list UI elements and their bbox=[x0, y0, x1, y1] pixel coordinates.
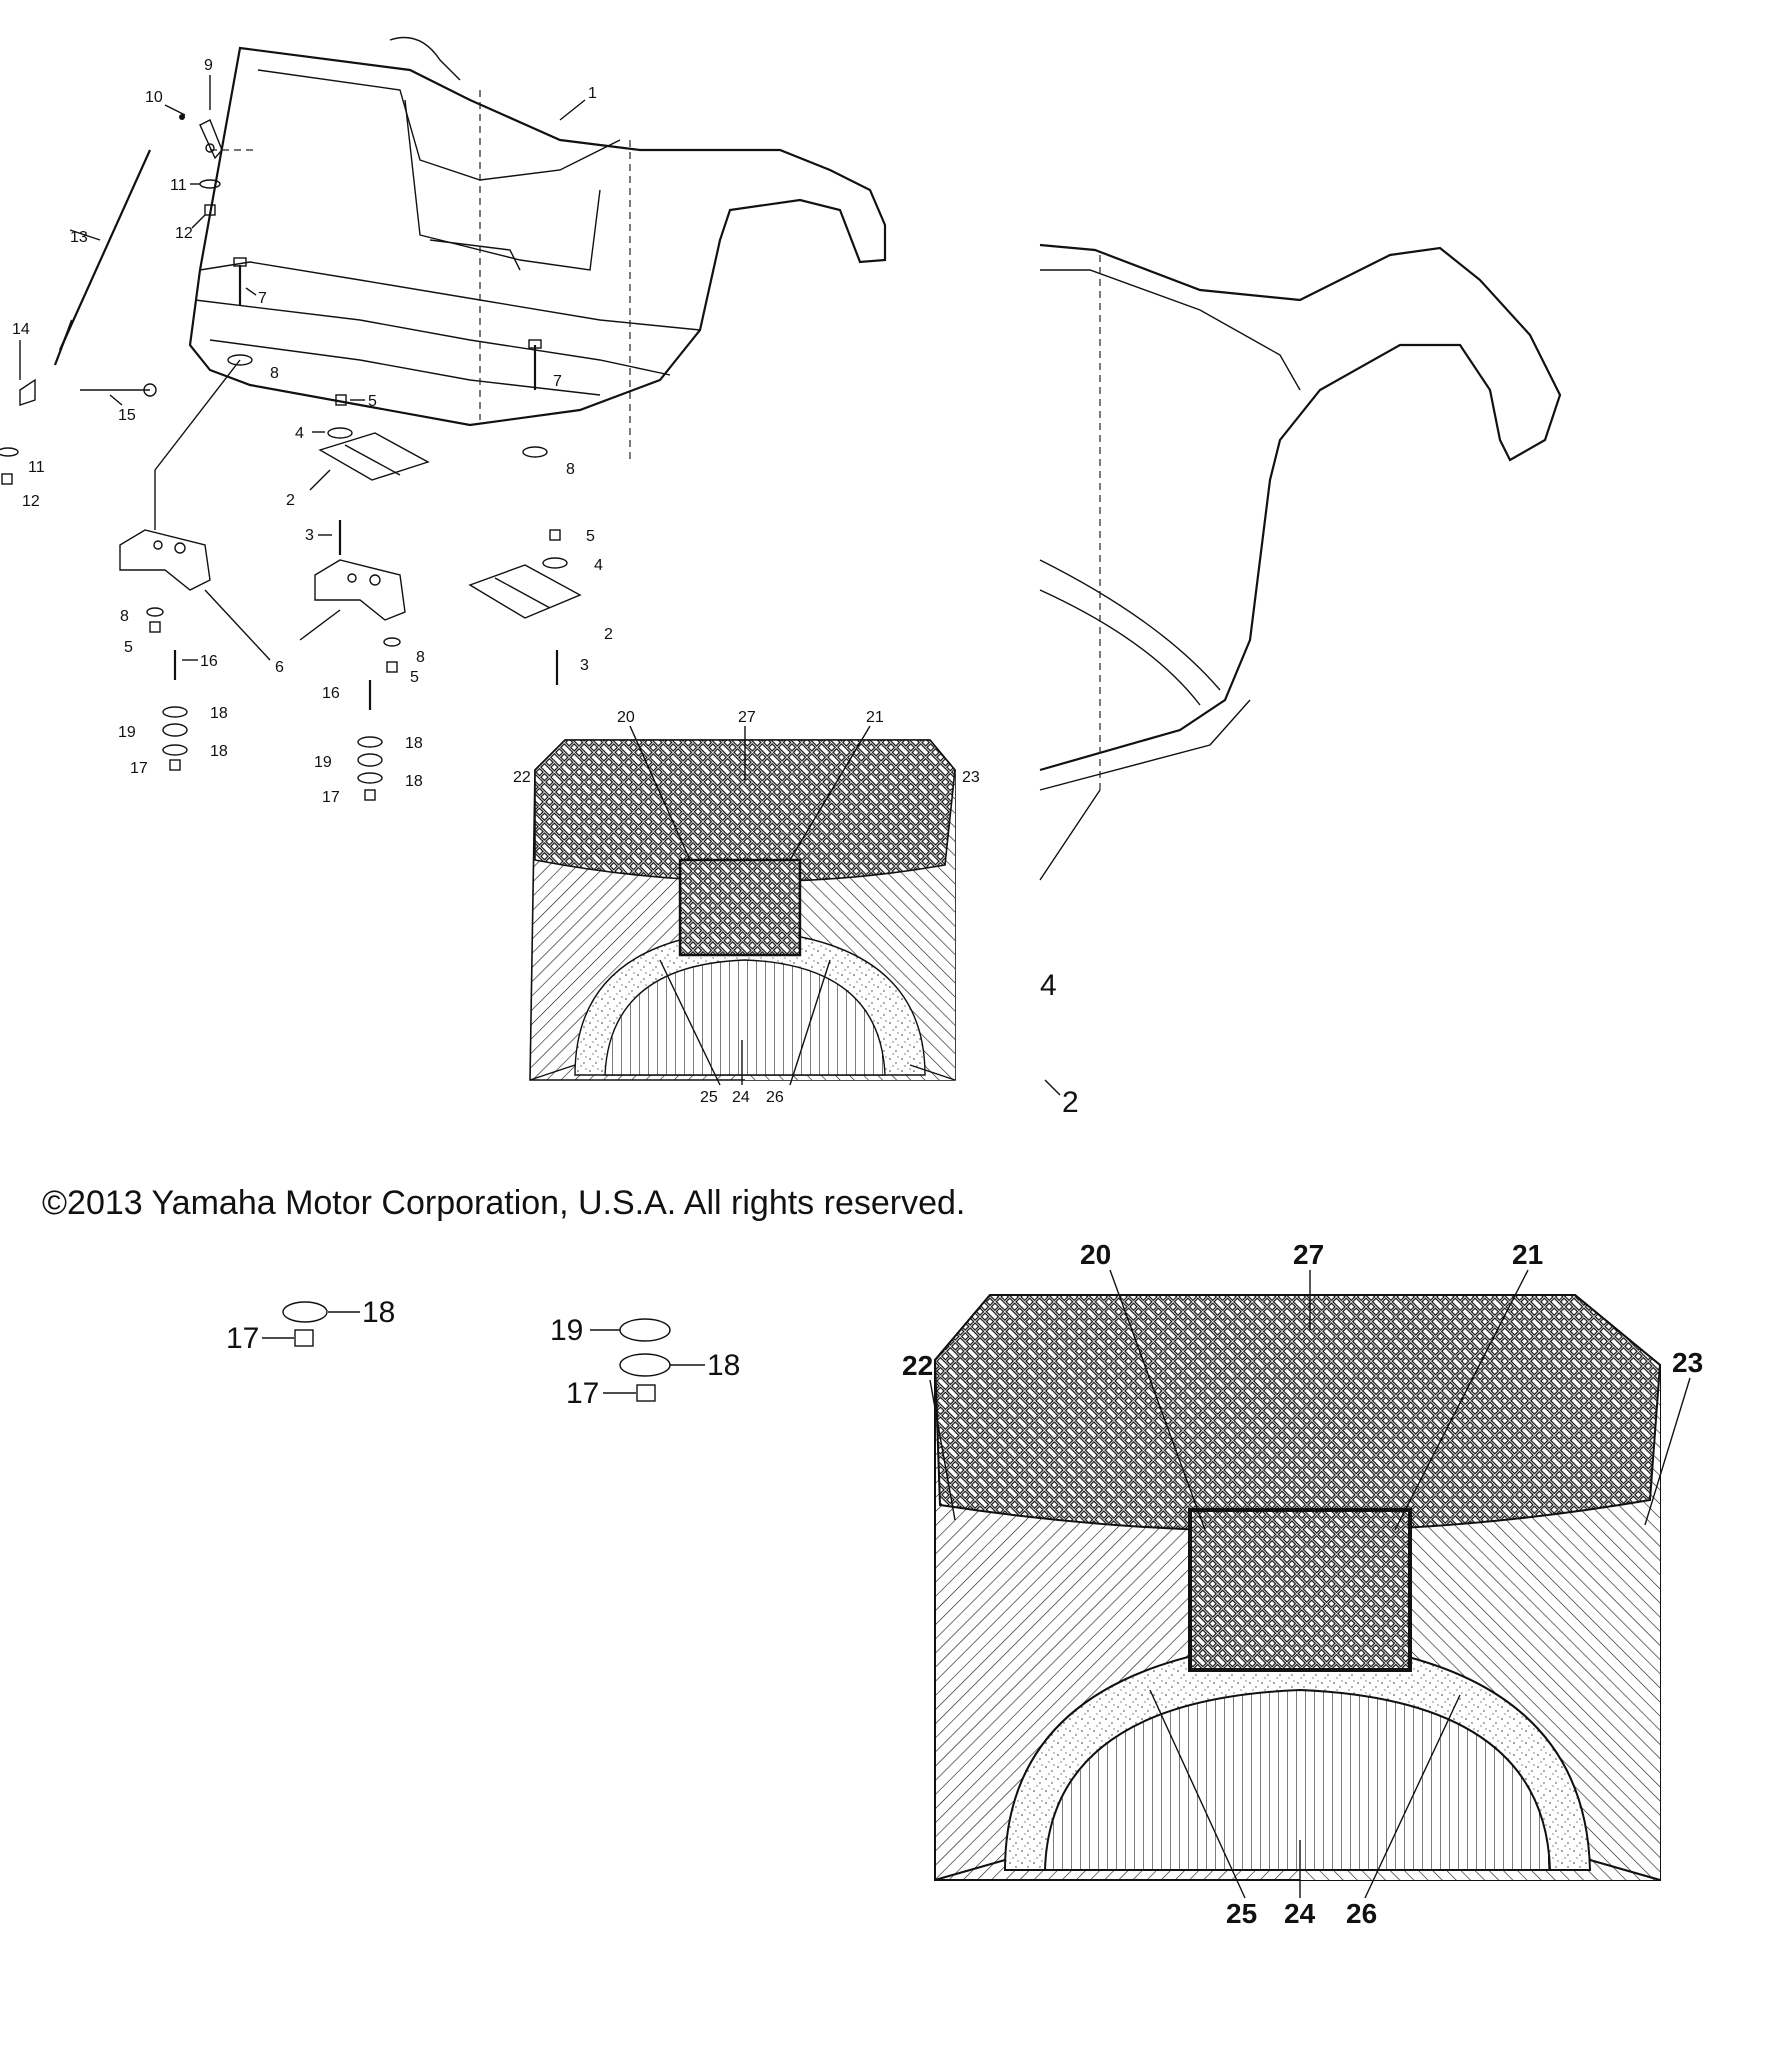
zoom-callout-4: 4 bbox=[1040, 969, 1057, 1002]
bottom-callout-17b: 17 bbox=[566, 1377, 599, 1410]
callout-8d: 8 bbox=[416, 649, 425, 666]
callout-19b: 19 bbox=[314, 754, 332, 771]
seat-cross-section-large bbox=[933, 1294, 1662, 1882]
zoom-callout-2: 2 bbox=[1062, 1086, 1079, 1119]
callout-18: 18 bbox=[210, 705, 228, 722]
callout-24-large: 24 bbox=[1284, 1898, 1316, 1929]
bottom-callout-18: 18 bbox=[362, 1296, 395, 1329]
callout-18b: 18 bbox=[210, 743, 228, 760]
callout-18d: 18 bbox=[405, 773, 423, 790]
callout-5b: 5 bbox=[586, 528, 595, 545]
callout-17b: 17 bbox=[322, 789, 340, 806]
callout-27: 27 bbox=[738, 709, 756, 726]
callout-22-large: 22 bbox=[902, 1350, 933, 1381]
callout-21-large: 21 bbox=[1512, 1239, 1543, 1270]
gas-strut-13: 13 bbox=[53, 149, 152, 366]
callout-23-large: 23 bbox=[1672, 1347, 1703, 1378]
seat-cross-section-small bbox=[529, 739, 956, 1081]
callout-12: 12 bbox=[175, 225, 193, 242]
copyright-notice: ©2013 Yamaha Motor Corporation, U.S.A. A… bbox=[42, 1184, 966, 1222]
callout-3: 3 bbox=[305, 527, 314, 544]
callout-8: 8 bbox=[270, 365, 279, 382]
callout-7b: 7 bbox=[553, 373, 562, 390]
bottom-callout-19: 19 bbox=[550, 1314, 583, 1347]
callout-19: 19 bbox=[118, 724, 136, 741]
callout-17: 17 bbox=[130, 760, 148, 777]
callout-16b: 16 bbox=[322, 685, 340, 702]
callout-27-large: 27 bbox=[1293, 1239, 1324, 1270]
callout-10: 10 bbox=[145, 89, 163, 106]
seat-body-part-1 bbox=[188, 36, 887, 427]
callout-22: 22 bbox=[513, 769, 531, 786]
callout-20-large: 20 bbox=[1080, 1239, 1111, 1270]
callout-26: 26 bbox=[766, 1089, 784, 1106]
callout-25: 25 bbox=[700, 1089, 718, 1106]
callout-9: 9 bbox=[204, 57, 213, 74]
callout-26-large: 26 bbox=[1346, 1898, 1377, 1929]
callout-6: 6 bbox=[275, 659, 284, 676]
callout-18c: 18 bbox=[405, 735, 423, 752]
callout-5: 5 bbox=[368, 393, 377, 410]
callout-12b: 12 bbox=[22, 493, 40, 510]
callout-20: 20 bbox=[617, 709, 635, 726]
callout-2b: 2 bbox=[604, 626, 613, 643]
callout-8b: 8 bbox=[566, 461, 575, 478]
callout-24: 24 bbox=[732, 1089, 750, 1106]
callout-2: 2 bbox=[286, 492, 295, 509]
callout-16: 16 bbox=[200, 653, 218, 670]
callout-5c: 5 bbox=[124, 639, 133, 656]
callout-4b: 4 bbox=[594, 557, 603, 574]
callout-11: 11 bbox=[170, 177, 187, 194]
callout-8c: 8 bbox=[120, 608, 129, 625]
callout-4: 4 bbox=[295, 425, 304, 442]
bottom-callout-17: 17 bbox=[226, 1322, 259, 1355]
zoomed-seat-detail bbox=[1039, 243, 1562, 881]
callout-5d: 5 bbox=[410, 669, 419, 686]
callout-3b: 3 bbox=[580, 657, 589, 674]
callout-1: 1 bbox=[588, 85, 597, 102]
callout-7: 7 bbox=[258, 290, 267, 307]
callout-15: 15 bbox=[118, 407, 136, 424]
callout-13: 13 bbox=[70, 229, 88, 246]
callout-25-large: 25 bbox=[1226, 1898, 1257, 1929]
callout-21: 21 bbox=[866, 709, 884, 726]
callout-11b: 11 bbox=[28, 459, 45, 476]
bottom-callout-18b: 18 bbox=[707, 1349, 740, 1382]
callout-23: 23 bbox=[962, 769, 980, 786]
callout-14: 14 bbox=[12, 321, 30, 338]
